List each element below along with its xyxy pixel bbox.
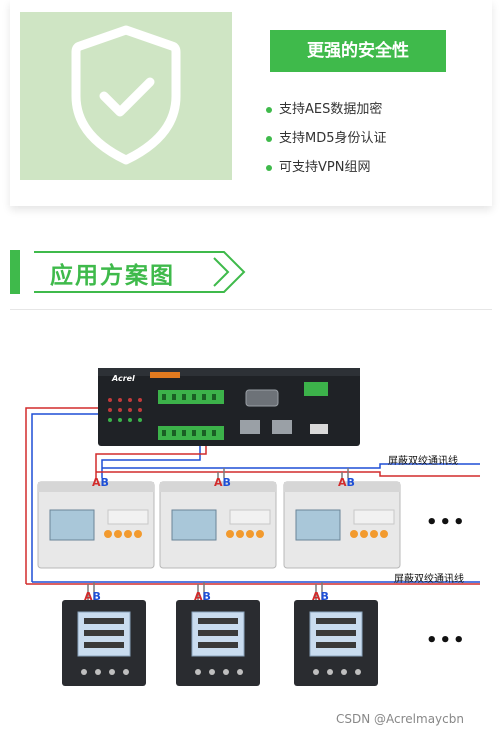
panel-meter bbox=[294, 600, 378, 686]
shield-check-icon bbox=[71, 25, 181, 165]
din-meter bbox=[37, 481, 155, 569]
feature-item: 可支持VPN组网 bbox=[266, 156, 370, 175]
arrow-banner-icon bbox=[34, 251, 246, 293]
terminal-label: AB bbox=[312, 590, 329, 603]
section-title: 应用方案图 bbox=[50, 263, 175, 289]
heading-accent-bar bbox=[10, 250, 20, 294]
terminal-label: AB bbox=[194, 590, 211, 603]
terminal-label: AB bbox=[92, 476, 109, 489]
gateway-device bbox=[98, 368, 360, 446]
panel-meter bbox=[176, 600, 260, 686]
din-meter bbox=[159, 481, 277, 569]
wiring-diagram bbox=[25, 368, 480, 686]
cable-label: 屏蔽双绞通讯线 bbox=[388, 456, 458, 467]
divider bbox=[10, 309, 492, 310]
bus-2-wires bbox=[26, 581, 480, 600]
watermark: CSDN @Acrelmaycbn bbox=[336, 712, 464, 726]
more-devices-indicator: ••• bbox=[426, 512, 467, 533]
section-heading: 应用方案图 bbox=[10, 250, 246, 294]
terminal-label: AB bbox=[338, 476, 355, 489]
din-meter bbox=[283, 481, 401, 569]
security-title: 更强的安全性 bbox=[270, 30, 446, 72]
bullet-icon bbox=[266, 135, 272, 142]
bullet-icon bbox=[266, 164, 272, 171]
panel-meter bbox=[62, 600, 146, 686]
terminal-label: AB bbox=[214, 476, 231, 489]
more-devices-indicator: ••• bbox=[426, 630, 467, 651]
gateway-brand: Acrel bbox=[112, 374, 135, 383]
security-card: 更强的安全性 支持AES数据加密 支持MD5身份认证 可支持VPN组网 bbox=[10, 0, 492, 206]
shield-icon-box bbox=[20, 12, 232, 180]
application-diagram: Acrel AB AB AB AB AB AB 屏蔽双绞通讯线 屏蔽双绞通讯线 … bbox=[0, 360, 502, 720]
cable-label: 屏蔽双绞通讯线 bbox=[394, 574, 464, 585]
bullet-icon bbox=[266, 106, 272, 113]
feature-item: 支持MD5身份认证 bbox=[266, 127, 387, 146]
terminal-label: AB bbox=[84, 590, 101, 603]
feature-item: 支持AES数据加密 bbox=[266, 98, 382, 117]
bus-1-wires bbox=[25, 407, 480, 584]
